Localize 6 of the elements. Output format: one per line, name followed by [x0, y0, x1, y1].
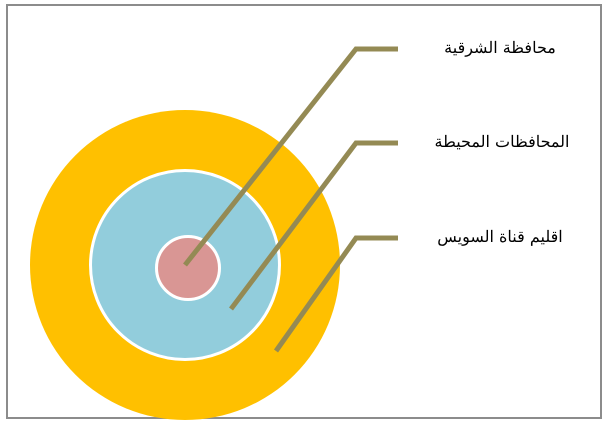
leader-line	[229, 140, 398, 310]
region-label: محافظة الشرقية	[402, 37, 598, 61]
region-label: اقليم قناة السويس	[402, 226, 598, 250]
region-label: المحافظات المحيطة	[402, 131, 602, 155]
leader-line	[183, 46, 398, 267]
leader-line	[274, 236, 398, 352]
